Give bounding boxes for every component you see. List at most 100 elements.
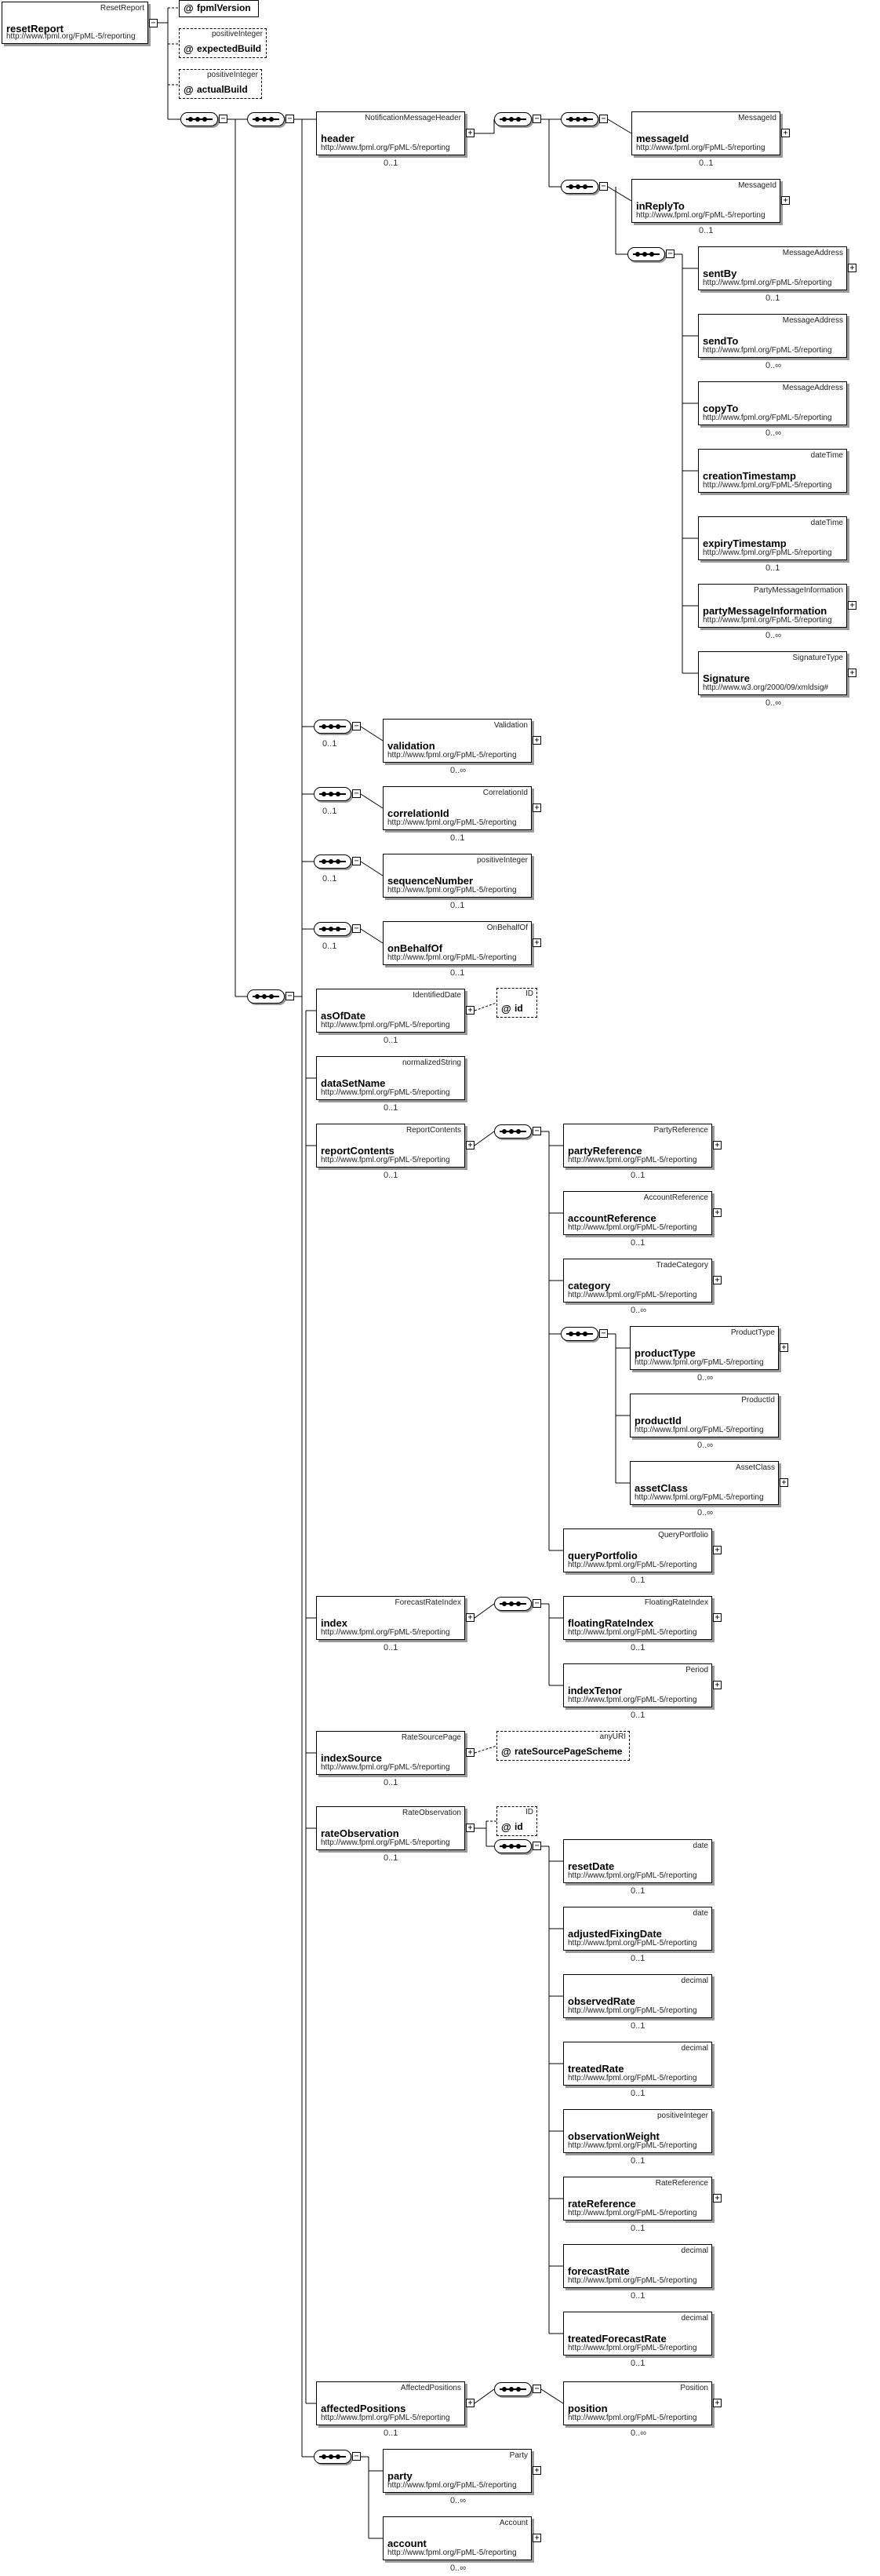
collapse-toggle-icon[interactable]: − [599, 115, 608, 123]
sequence-compositor-icon[interactable] [627, 247, 665, 261]
expand-toggle-icon[interactable]: + [848, 669, 856, 677]
expand-toggle-icon[interactable]: + [533, 736, 541, 745]
sequence-compositor-icon[interactable] [494, 1124, 532, 1139]
expand-toggle-icon[interactable]: + [713, 1141, 722, 1150]
collapse-toggle-icon[interactable]: − [533, 1599, 541, 1608]
expand-toggle-icon[interactable]: + [713, 1276, 722, 1284]
expand-toggle-icon[interactable]: + [466, 1748, 475, 1757]
collapse-toggle-icon[interactable]: − [666, 250, 675, 258]
collapse-toggle-icon[interactable]: − [352, 722, 361, 731]
sequence-compositor-icon[interactable] [247, 112, 285, 126]
expand-toggle-icon[interactable]: + [466, 129, 475, 137]
expand-toggle-icon[interactable]: + [713, 2399, 722, 2407]
collapse-toggle-icon[interactable]: − [352, 924, 361, 933]
sequence-compositor-icon[interactable] [494, 2382, 532, 2396]
collapse-toggle-icon[interactable]: − [533, 115, 541, 123]
sequence-compositor-icon[interactable] [494, 1839, 532, 1853]
expand-toggle-icon[interactable]: + [713, 1546, 722, 1554]
expand-toggle-icon[interactable]: + [533, 2466, 541, 2475]
sequence-compositor-icon[interactable] [247, 989, 285, 1004]
collapse-toggle-icon[interactable]: − [352, 2452, 361, 2461]
attribute-box-id[interactable]: ID @ id [496, 988, 537, 1018]
expand-toggle-icon[interactable]: + [713, 1208, 722, 1217]
expand-toggle-icon[interactable]: + [466, 1824, 475, 1832]
expand-toggle-icon[interactable]: + [713, 1681, 722, 1689]
collapse-toggle-icon[interactable]: − [533, 2385, 541, 2393]
collapse-toggle-icon[interactable]: − [352, 857, 361, 865]
sequence-compositor-icon[interactable] [494, 1597, 532, 1611]
collapse-toggle-icon[interactable]: − [599, 182, 608, 191]
expand-toggle-icon[interactable]: + [466, 2399, 475, 2407]
sequence-compositor-icon[interactable] [314, 2450, 351, 2464]
expand-toggle-icon[interactable]: + [533, 803, 541, 812]
expand-toggle-icon[interactable]: + [848, 601, 856, 610]
attribute-box-id[interactable]: ID @ id [496, 1806, 537, 1836]
sequence-compositor-icon[interactable]: 0..1 [314, 922, 351, 951]
collapse-toggle-icon[interactable]: − [285, 115, 294, 123]
attribute-box-actualBuild[interactable]: positiveInteger @ actualBuild [179, 69, 262, 99]
expand-toggle-icon[interactable]: + [848, 264, 856, 272]
sequence-compositor-icon[interactable] [494, 112, 532, 126]
collapse-toggle-icon[interactable]: − [285, 992, 294, 1000]
collapse-toggle-icon[interactable]: − [352, 789, 361, 798]
sequence-compositor-icon[interactable] [561, 1327, 598, 1341]
expand-toggle-icon[interactable]: + [780, 1343, 788, 1352]
attribute-box-fpmlVersion[interactable]: @ fpmlVersion [179, 0, 259, 17]
sequence-compositor-icon[interactable] [561, 180, 598, 194]
expand-toggle-icon[interactable]: + [781, 196, 790, 205]
element-box-resetReport[interactable]: ResetReport resetReport http://www.fpml.… [2, 2, 148, 44]
sequence-compositor-icon[interactable]: 0..1 [314, 787, 351, 816]
collapse-toggle-icon[interactable]: − [149, 19, 158, 27]
collapse-toggle-icon[interactable]: − [533, 1842, 541, 1850]
sequence-compositor-icon[interactable] [180, 112, 218, 126]
collapse-toggle-icon[interactable]: − [599, 1329, 608, 1338]
expand-toggle-icon[interactable]: + [466, 1613, 475, 1622]
attribute-box-rateSourcePageScheme[interactable]: anyURI @ rateSourcePageScheme [496, 1731, 630, 1761]
collapse-toggle-icon[interactable]: − [219, 115, 227, 123]
sequence-compositor-icon[interactable]: 0..1 [314, 720, 351, 749]
expand-toggle-icon[interactable]: + [713, 1613, 722, 1622]
expand-toggle-icon[interactable]: + [466, 1141, 475, 1150]
expand-toggle-icon[interactable]: + [781, 129, 790, 137]
collapse-toggle-icon[interactable]: − [533, 1127, 541, 1135]
expand-toggle-icon[interactable]: + [533, 2534, 541, 2542]
sequence-compositor-icon[interactable] [561, 112, 598, 126]
